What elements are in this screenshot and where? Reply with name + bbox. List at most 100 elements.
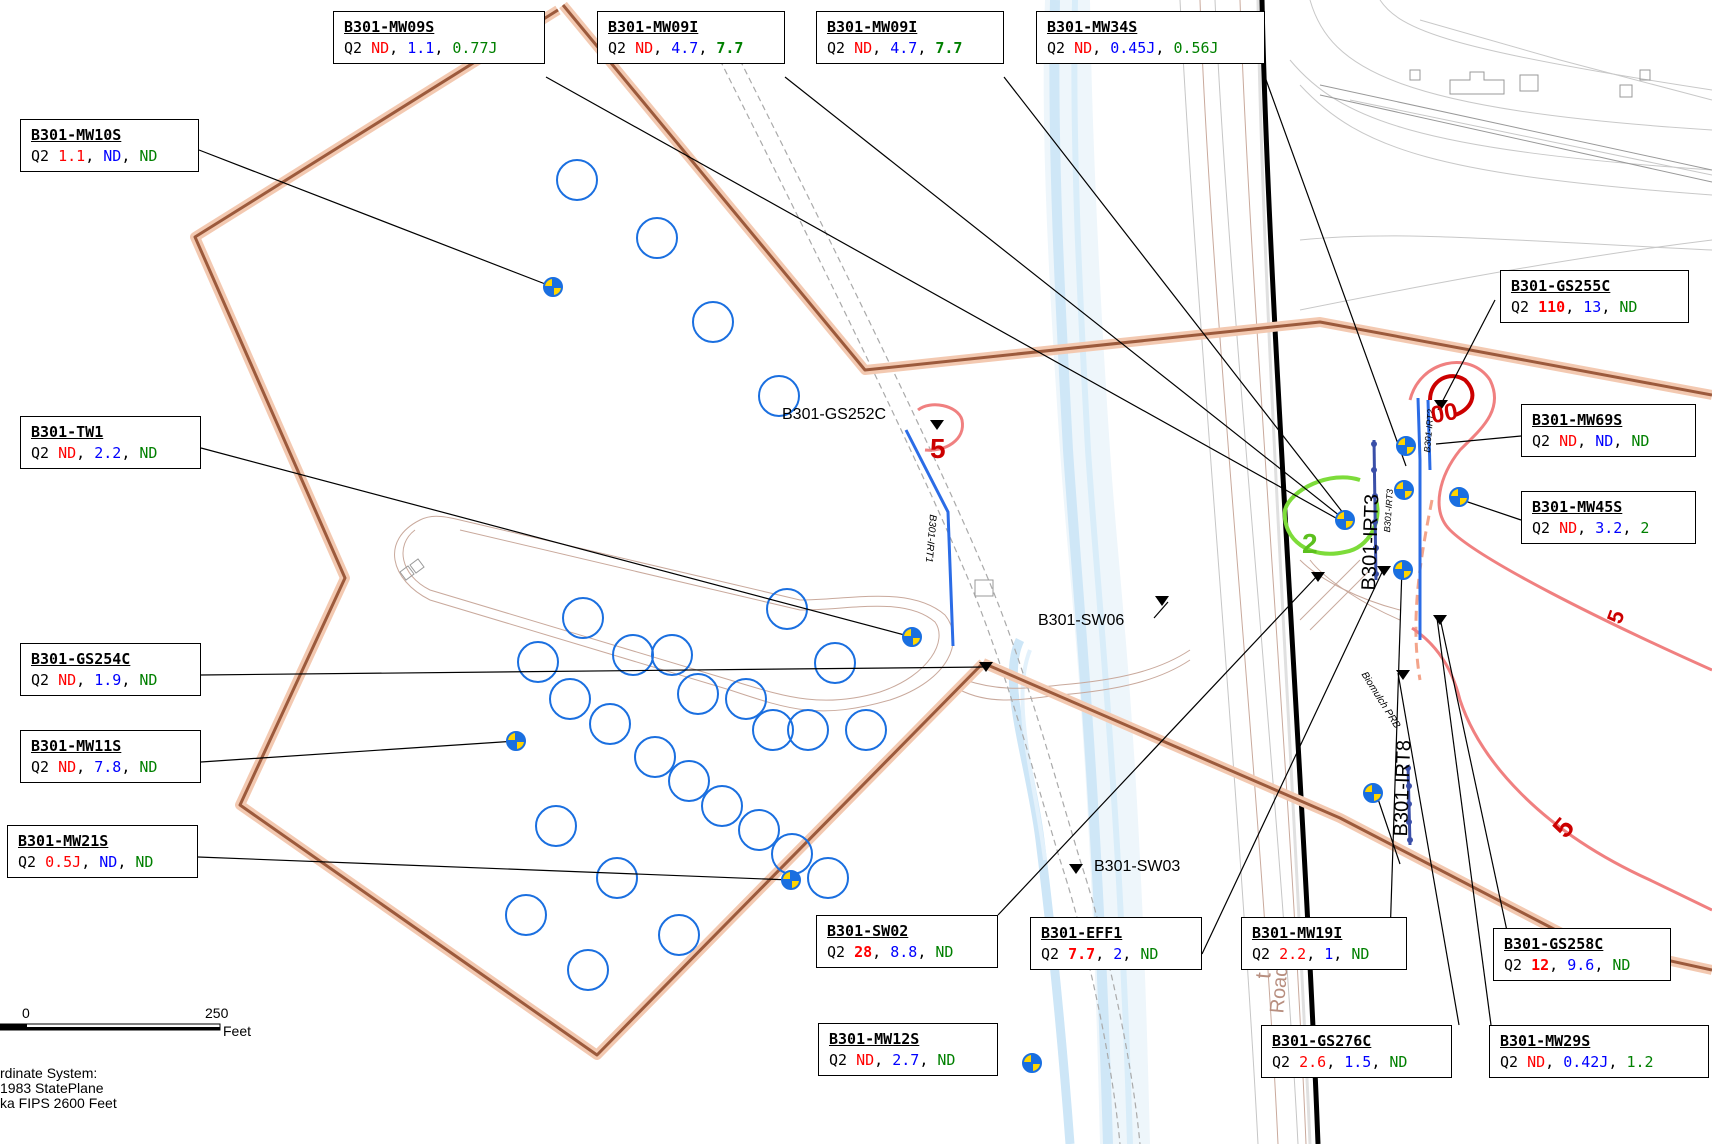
result-value: 2.6 [1299,1053,1327,1071]
result-line: Q2 1.1, ND, ND [31,146,188,167]
result-value: ND [635,39,654,57]
result-line: Q2 2.2, 1, ND [1252,944,1396,965]
sample-triangle [979,662,993,672]
quarter-label: Q2 [31,444,59,462]
result-value: 2.2 [1279,945,1307,963]
site-boundary [190,1,1712,1060]
result-value: 1.5 [1344,1053,1372,1071]
separator: , [1565,298,1584,316]
leader-lines [197,76,1522,1026]
result-value: ND [1619,298,1638,316]
quarter-label: Q2 [1047,39,1075,57]
infiltration-circles [505,159,887,991]
quarter-label: Q2 [1532,432,1560,450]
result-line: Q2 ND, 4.7, 7.7 [827,38,993,59]
quarter-label: Q2 [827,39,855,57]
result-value: 2.7 [892,1051,920,1069]
result-value: 0.56J [1173,39,1219,57]
result-value: ND [854,39,873,57]
sample-triangle [930,420,944,430]
well-marker [1363,783,1383,803]
contour-label-5: 5 [930,433,946,464]
result-value: 4.7 [671,39,699,57]
result-value: ND [1559,519,1578,537]
small-structure [399,558,994,597]
result-value: 7.7 [716,39,744,57]
scale-bar [0,1023,221,1031]
well-marker [1022,1053,1042,1073]
separator: , [1095,945,1114,963]
well-id: B301-MW09S [344,18,435,36]
result-value: ND [139,444,158,462]
separator: , [1092,39,1111,57]
well-id: B301-GS276C [1272,1032,1372,1050]
separator: , [76,671,95,689]
callout-mw34s: B301-MW34S Q2 ND, 0.45J, 0.56J [1036,11,1265,64]
result-line: Q2 ND, 0.45J, 0.56J [1047,38,1254,59]
well-id: B301-EFF1 [1041,924,1123,942]
result-value: ND [58,758,77,776]
well-marker [1335,510,1355,530]
result-value: 1.2 [1626,1053,1654,1071]
label-gs252c: B301-GS252C [782,406,887,423]
separator: , [76,758,95,776]
irt-lines [904,397,1432,846]
coordinate-system-line-2: 1983 StatePlane [0,1080,104,1096]
result-value: 1.1 [407,39,435,57]
separator: , [917,943,936,961]
separator: , [1122,945,1141,963]
monitoring-wells [506,277,1469,1073]
quarter-label: Q2 [608,39,636,57]
separator: , [1549,956,1568,974]
result-line: Q2 ND, 2.7, ND [829,1050,987,1071]
separator: , [874,1051,893,1069]
result-value: ND [1612,956,1631,974]
result-value: 0.77J [452,39,498,57]
sample-triangle [1396,670,1410,680]
result-value: 110 [1538,298,1566,316]
result-value: ND [1595,432,1614,450]
contour-label-2: 2 [1302,528,1318,559]
quarter-label: Q2 [1500,1053,1528,1071]
separator: , [917,39,936,57]
result-line: Q2 110, 13, ND [1511,297,1678,318]
result-value: ND [1527,1053,1546,1071]
separator: , [1577,519,1596,537]
result-value: 1.1 [58,147,86,165]
result-line: Q2 ND, 3.2, 2 [1532,518,1685,539]
label-sw03: B301-SW03 [1094,858,1181,875]
quarter-label: Q2 [1252,945,1280,963]
separator: , [872,943,891,961]
separator: , [1613,432,1632,450]
well-id: B301-MW34S [1047,18,1138,36]
well-id: B301-MW11S [31,737,122,755]
quarter-label: Q2 [31,758,59,776]
result-value: 7.7 [1068,945,1096,963]
separator: , [121,444,140,462]
highway [1179,0,1321,1144]
well-id: B301-MW12S [829,1030,920,1048]
result-value: ND [58,671,77,689]
well-id: B301-MW10S [31,126,122,144]
result-line: Q2 ND, 0.42J, 1.2 [1500,1052,1698,1073]
sample-triangle [1434,400,1448,410]
separator: , [698,39,717,57]
well-id: B301-MW29S [1500,1032,1591,1050]
quarter-label: Q2 [1272,1053,1300,1071]
creek-channel [1008,0,1150,1144]
well-id: B301-GS254C [31,650,131,668]
result-value: 4.7 [890,39,918,57]
separator: , [653,39,672,57]
separator: , [872,39,891,57]
scale-max: 250 [205,1005,229,1021]
